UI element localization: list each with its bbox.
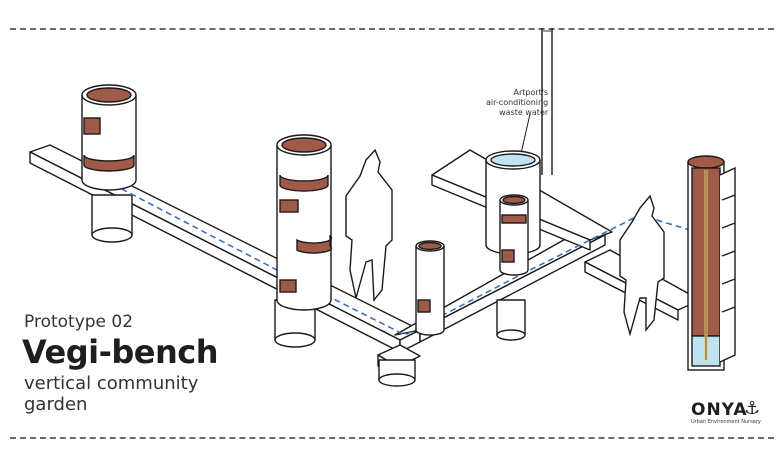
planter-column-tank-side xyxy=(499,200,529,276)
planter-column-left xyxy=(81,95,137,191)
bottom-dashed-divider xyxy=(10,437,774,439)
person-figure-left xyxy=(345,148,393,302)
annotation-waste-water: Artport's air-conditioning waste water xyxy=(486,88,548,118)
anchor-icon: ⚓ xyxy=(744,398,761,419)
page-title: Vegi-bench xyxy=(22,333,219,371)
person-figure-right xyxy=(619,194,665,337)
brand-logo-text: ONYA xyxy=(691,400,748,420)
support-post xyxy=(496,299,526,336)
planter-column-small xyxy=(415,246,445,336)
annotation-line-3: waste water xyxy=(499,108,549,117)
annotation-line-2: air-conditioning xyxy=(486,98,549,107)
top-dashed-divider xyxy=(10,28,774,30)
brand-subtitle: Urban Environment Nursery xyxy=(691,419,761,425)
annotation-line-1: Artport's xyxy=(513,88,549,97)
tagline-line-2: garden xyxy=(24,394,88,415)
prototype-label: Prototype 02 xyxy=(24,312,134,332)
annotation-leader xyxy=(519,113,531,159)
tagline-line-1: vertical community xyxy=(24,373,199,394)
drain-pipe xyxy=(541,28,553,175)
